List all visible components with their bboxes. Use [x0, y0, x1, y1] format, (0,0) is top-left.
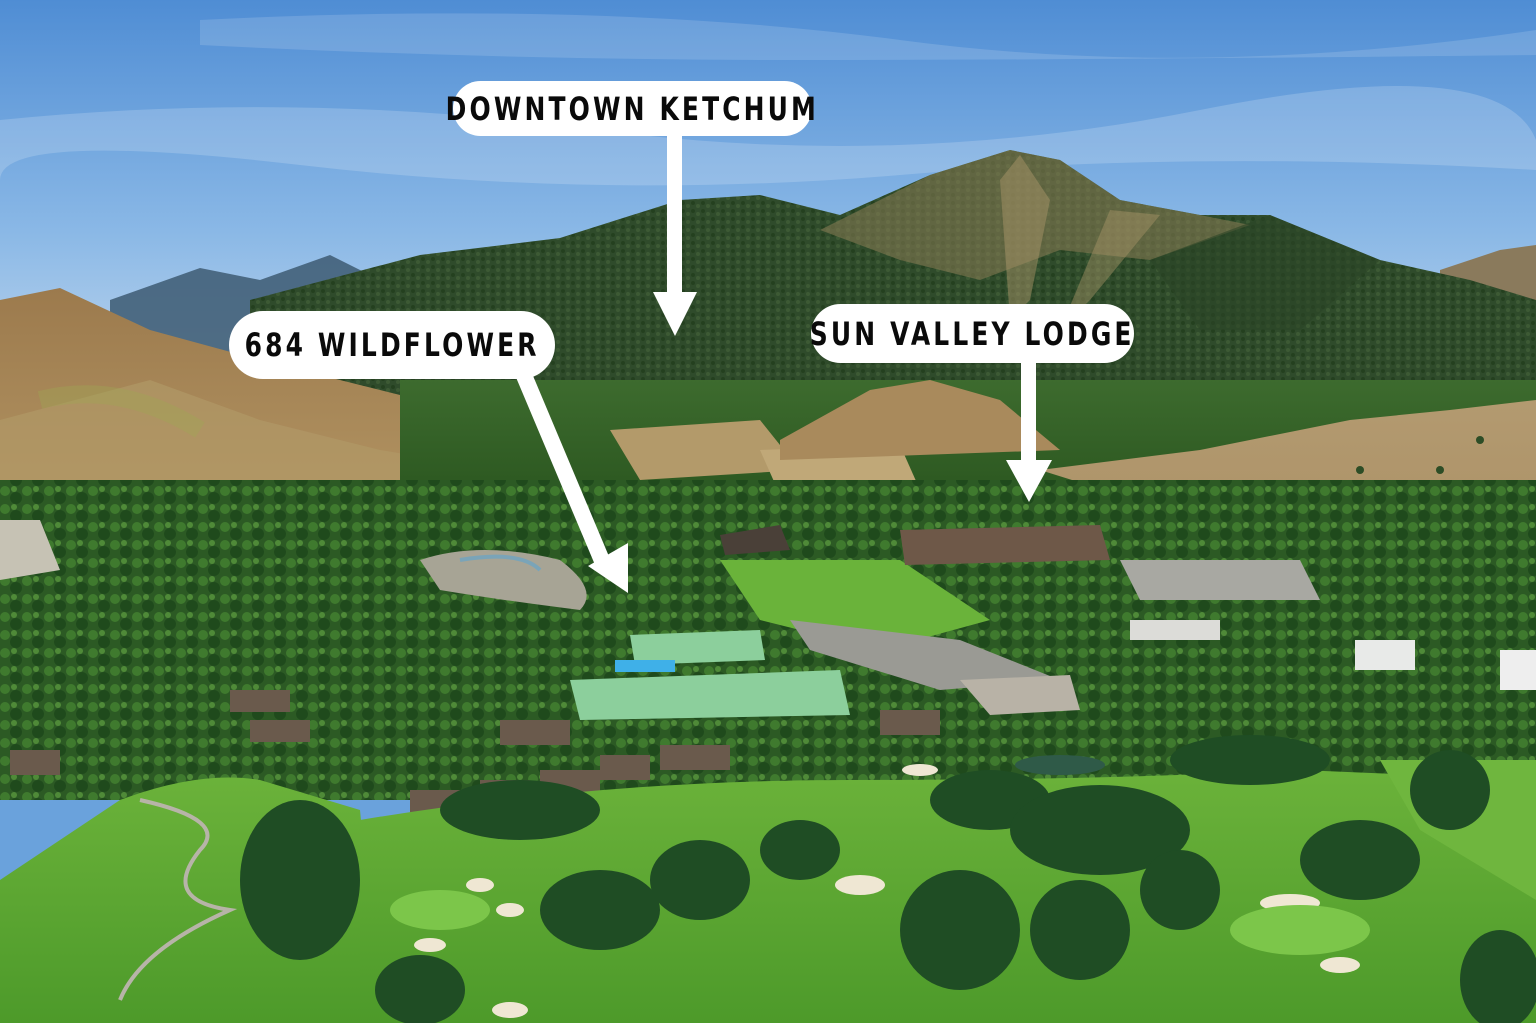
callout-sun-valley-lodge: SUN VALLEY LODGE	[810, 304, 1135, 363]
callout-label: SUN VALLEY LODGE	[810, 314, 1135, 353]
callout-downtown-ketchum: DOWNTOWN KETCHUM	[446, 81, 816, 136]
callout-label: DOWNTOWN KETCHUM	[445, 89, 820, 128]
callout-684-wildflower: 684 WILDFLOWER	[229, 311, 555, 379]
callout-label: 684 WILDFLOWER	[244, 326, 540, 364]
